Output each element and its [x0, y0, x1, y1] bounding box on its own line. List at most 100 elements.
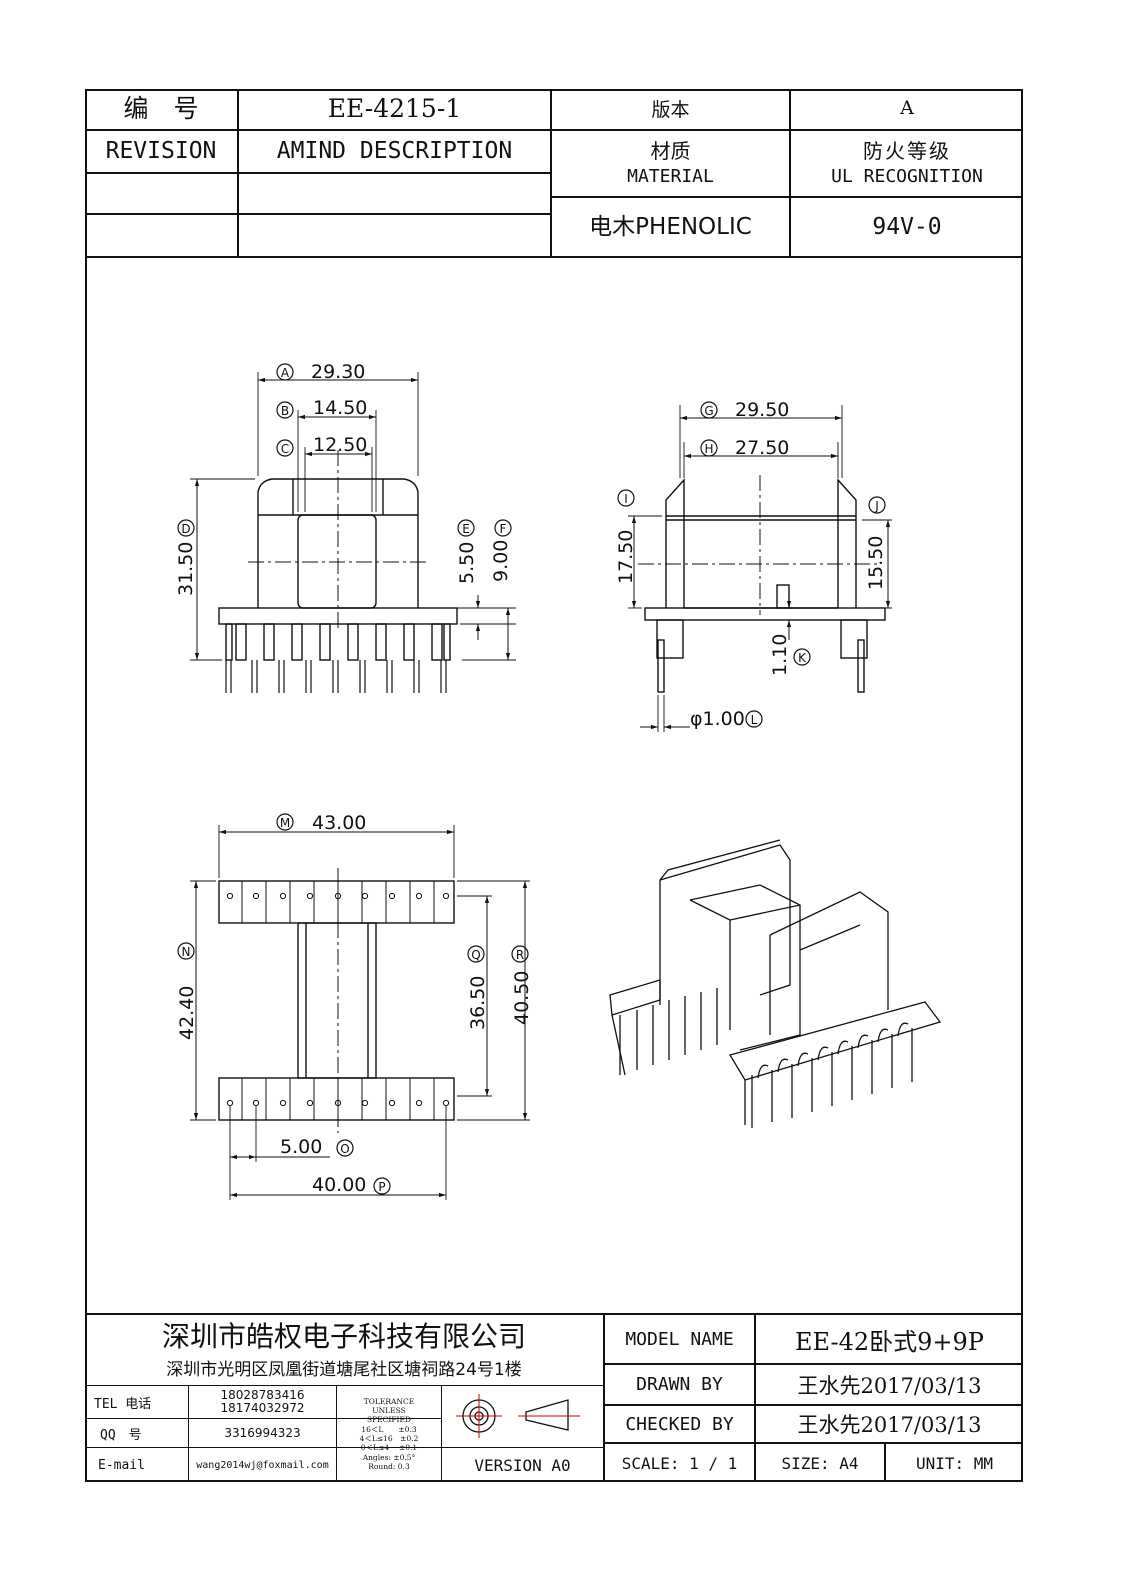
dim-n-letter: N [182, 945, 191, 959]
header-table: 编 号 EE-4215-1 版本 A REVISION AMIND DESCRI… [85, 89, 1023, 257]
tolerance-row-2: 4＜L≤16 ±0.2 [359, 1434, 419, 1443]
dim-r-letter: R [516, 948, 524, 962]
dim-d: D 31.50 [175, 519, 197, 596]
dim-n-value: 42.40 [176, 986, 198, 1040]
dim-m-value: 43.00 [312, 812, 366, 834]
dim-f: F 9.00 [490, 519, 512, 582]
dim-o-letter: O [340, 1142, 349, 1156]
version-text: VERSION A0 [474, 1455, 571, 1475]
dim-p: 40.00 P [312, 1174, 391, 1196]
company-name: 深圳市皓权电子科技有限公司 [161, 1320, 526, 1353]
material-label-en: MATERIAL [627, 165, 714, 187]
projection-symbol-icon [456, 1394, 580, 1438]
dim-b-letter: B [281, 404, 289, 418]
drawn-by-label: DRAWN BY [636, 1374, 723, 1395]
drawing-frame [85, 89, 1023, 1482]
dim-g-value: 29.50 [735, 399, 789, 421]
tel-numbers: 18028783416 18174032972 [189, 1386, 336, 1418]
dim-f-value: 9.00 [490, 540, 512, 582]
material-label-cn: 材质 [650, 138, 691, 163]
dim-j-value: 15.50 [865, 536, 887, 590]
dim-d-letter: D [181, 522, 190, 536]
dim-p-letter: P [378, 1180, 385, 1194]
dim-b-value: 14.50 [313, 397, 367, 419]
isometric-view [609, 839, 942, 1128]
model-name-label: MODEL NAME [625, 1329, 734, 1350]
dim-c-value: 12.50 [313, 434, 367, 456]
dim-i: I 17.50 [615, 489, 637, 584]
dim-i-value: 17.50 [615, 530, 637, 584]
model-name-value: EE-42卧式9+9P [795, 1328, 984, 1356]
size-text: SIZE: A4 [781, 1453, 859, 1473]
dim-g-letter: G [704, 404, 713, 418]
email-value: wang2014wj@foxmail.com [196, 1459, 329, 1471]
qq-value: 3316994323 [224, 1426, 301, 1440]
material-label: 材质 MATERIAL [552, 131, 789, 196]
dim-e-letter: E [462, 522, 470, 536]
dim-a-value: 29.30 [311, 361, 365, 383]
tel-label: TEL 电话 [94, 1396, 152, 1412]
fire-label-cn: 防火等级 [863, 138, 951, 163]
dim-a: A 29.30 [276, 361, 365, 383]
part-number: EE-4215-1 [327, 93, 462, 123]
fire-label-en: UL RECOGNITION [831, 165, 983, 187]
fire-rating-label: 防火等级 UL RECOGNITION [791, 131, 1023, 196]
tolerance-angles: Angles: ±0.5° [362, 1452, 416, 1462]
dim-q-letter: Q [471, 948, 480, 962]
dim-c-letter: C [281, 442, 289, 456]
dim-h-value: 27.50 [735, 437, 789, 459]
dim-k-value: 1.10 [769, 634, 791, 676]
dim-e-value: 5.50 [456, 542, 478, 584]
scale-text: SCALE: 1 / 1 [621, 1453, 738, 1473]
dim-k: K 1.10 [769, 634, 811, 676]
company-address: 深圳市光明区凤凰街道塘尾社区塘祠路24号1楼 [166, 1359, 522, 1380]
dim-g: G 29.50 [700, 399, 789, 421]
tolerance-block: TOLERANCE UNLESS SPECIFIED 16＜L ±0.3 4＜L… [337, 1386, 441, 1482]
dim-p-value: 40.00 [312, 1174, 366, 1196]
checked-by-label: CHECKED BY [625, 1413, 734, 1435]
dim-q: Q 36.50 [467, 945, 489, 1030]
version-value: A [900, 97, 914, 120]
version-label: 版本 [651, 99, 690, 122]
dim-l: φ1.00 L [690, 708, 763, 730]
email-label: E-mail [98, 1457, 145, 1473]
unit-text: UNIT: MM [915, 1453, 994, 1473]
fire-rating-value: 94V-0 [872, 214, 942, 241]
qq-label: QQ 号 [100, 1427, 142, 1443]
dim-m-letter: M [280, 816, 290, 830]
dim-j: J 15.50 [865, 496, 887, 590]
dim-o: 5.00 O [280, 1136, 354, 1158]
dim-h-letter: H [704, 442, 713, 456]
side-view [628, 405, 892, 732]
dim-e: E 5.50 [456, 519, 478, 584]
material-value: 电木PHENOLIC [589, 214, 752, 241]
amend-description-label: AMIND DESCRIPTION [276, 138, 513, 165]
revision-label: REVISION [105, 138, 217, 165]
tel-number-1: 18028783416 [220, 1387, 305, 1402]
dim-h: H 27.50 [700, 437, 789, 459]
front-view [190, 372, 516, 693]
dim-f-letter: F [500, 522, 507, 536]
dim-r: R 40.50 [511, 945, 533, 1025]
dim-k-letter: K [798, 651, 807, 665]
dim-r-value: 40.50 [511, 971, 533, 1025]
tolerance-row-3: 0＜L≤4 ±0.1 [360, 1443, 418, 1453]
tolerance-specified: SPECIFIED [366, 1415, 411, 1425]
top-view [190, 825, 530, 1200]
tolerance-round: Round: 0.3 [368, 1462, 410, 1472]
dim-q-value: 36.50 [467, 976, 489, 1030]
dim-n: N 42.40 [176, 942, 198, 1040]
dim-d-value: 31.50 [175, 542, 197, 596]
dim-c: C 12.50 [276, 434, 367, 457]
tolerance-unless: UNLESS [372, 1405, 406, 1415]
tolerance-title: TOLERANCE [363, 1396, 415, 1406]
dim-l-value: φ1.00 [690, 708, 745, 730]
dim-i-letter: I [624, 492, 628, 506]
dim-m: M 43.00 [276, 812, 366, 834]
dim-a-letter: A [281, 366, 290, 380]
dim-j-letter: J [874, 499, 879, 513]
tolerance-row-1: 16＜L ±0.3 [361, 1424, 417, 1434]
tel-number-2: 18174032972 [220, 1401, 305, 1415]
checked-by-value: 王水先2017/03/13 [797, 1413, 982, 1437]
